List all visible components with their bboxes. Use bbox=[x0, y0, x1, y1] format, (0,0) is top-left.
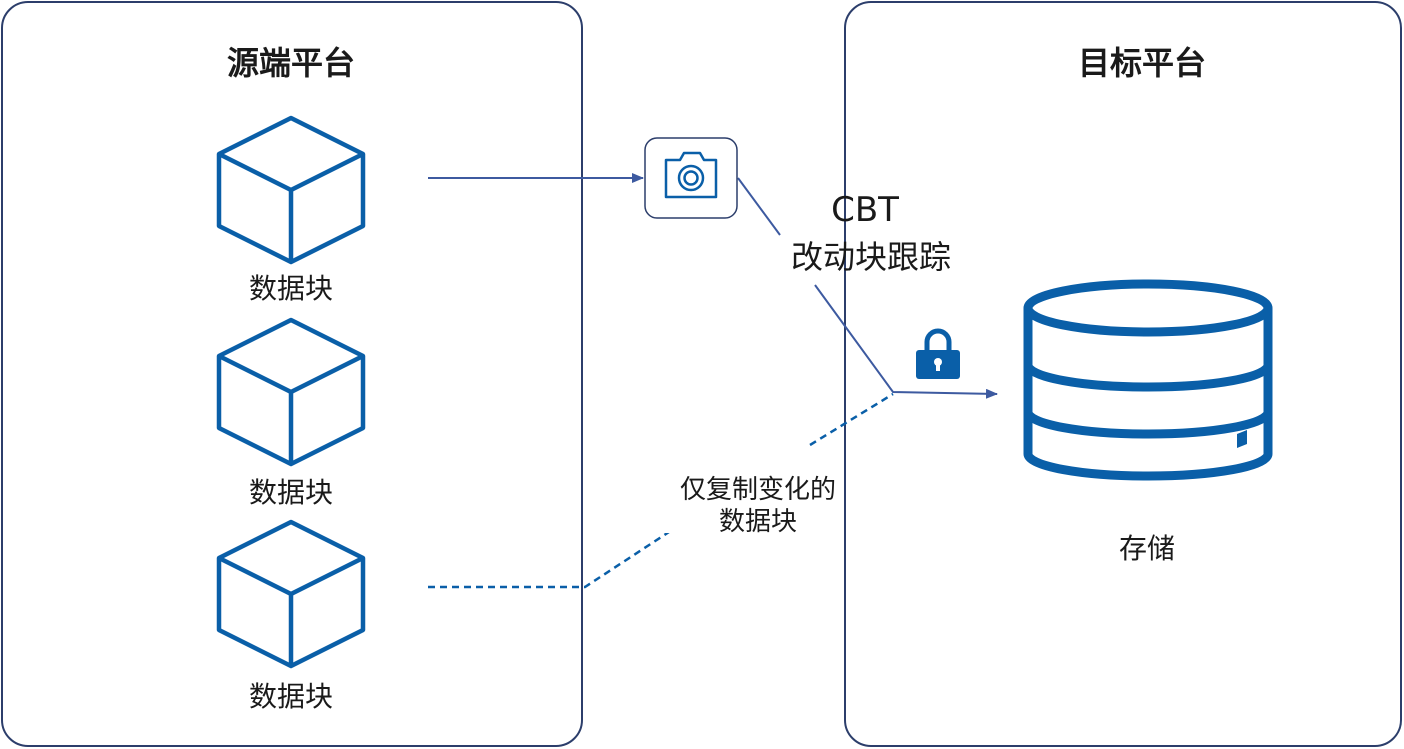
database-icon bbox=[1023, 279, 1273, 481]
replicate-note-line2: 数据块 bbox=[719, 507, 797, 537]
cbt-title: CBT bbox=[831, 190, 899, 230]
target-platform-panel bbox=[844, 1, 1402, 747]
changed-blocks-dashed-line-upper bbox=[809, 392, 894, 447]
lock-icon bbox=[916, 328, 960, 379]
target-platform-title: 目标平台 bbox=[1078, 44, 1206, 82]
replicate-note-backdrop bbox=[665, 465, 843, 533]
storage-label: 存储 bbox=[1119, 532, 1175, 565]
data-block-label: 数据块 bbox=[249, 272, 333, 305]
data-block-cube-icon bbox=[216, 317, 366, 467]
data-block-cube-icon bbox=[216, 115, 366, 265]
source-platform-title: 源端平台 bbox=[227, 44, 355, 82]
changed-blocks-dashed-line-lower bbox=[428, 528, 673, 589]
source-platform-panel bbox=[1, 1, 583, 747]
data-block-label: 数据块 bbox=[249, 476, 333, 509]
data-block-label: 数据块 bbox=[249, 680, 333, 713]
data-block-cube-icon bbox=[216, 519, 366, 669]
replicate-note-line1: 仅复制变化的 bbox=[680, 475, 836, 505]
camera-icon bbox=[644, 137, 738, 219]
cbt-connector-line-lower bbox=[814, 284, 998, 399]
cbt-subtitle: 改动块跟踪 bbox=[791, 238, 951, 276]
database-indicator bbox=[1237, 430, 1247, 448]
cbt-connector-line-upper bbox=[737, 177, 781, 236]
